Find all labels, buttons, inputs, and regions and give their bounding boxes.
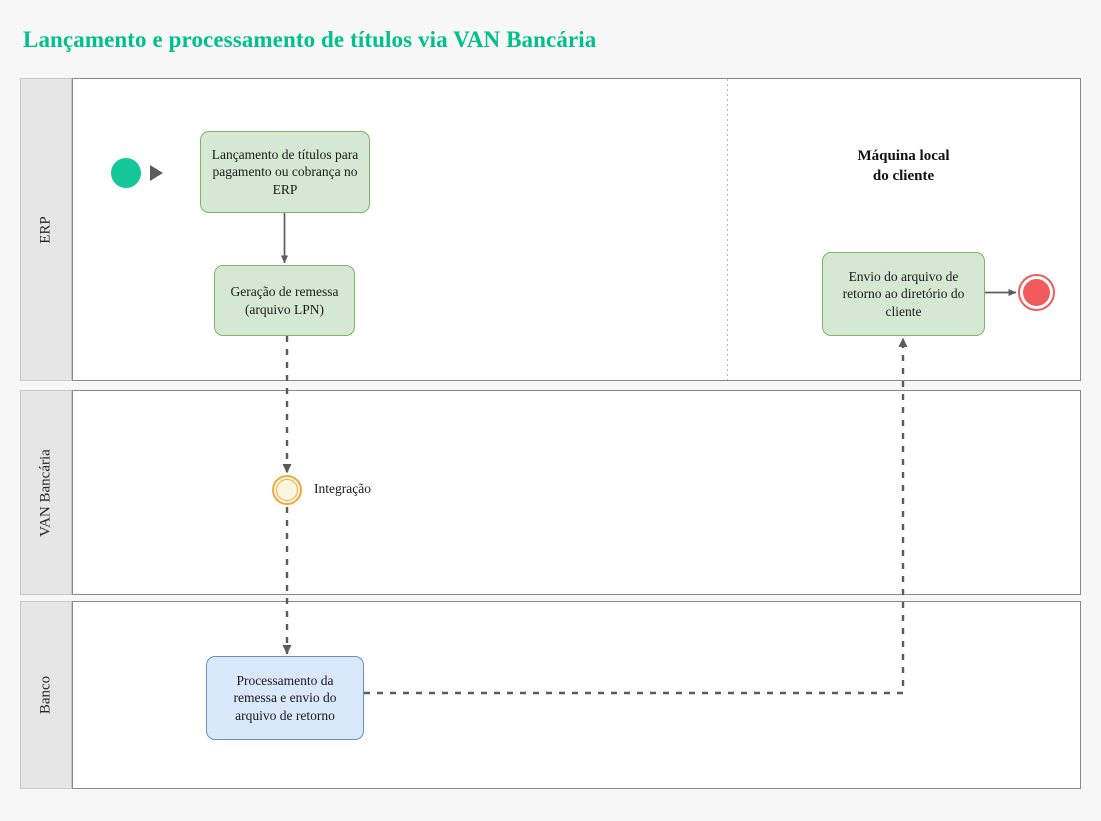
task-lancamento-label: Lançamento de títulos para pagamento ou … [211,147,359,197]
page-title: Lançamento e processamento de títulos vi… [23,27,597,52]
task-envio-label: Envio do arquivo de retorno ao diretório… [842,269,965,319]
task-envio-arquivo-retorno[interactable]: Envio do arquivo de retorno ao diretório… [822,252,985,336]
lane-label-banco: Banco [37,675,54,715]
lane-header-van-bancaria: VAN Bancária [20,390,72,595]
annotation-line-1: Máquina local [857,148,950,164]
lane-header-erp: ERP [20,78,72,381]
start-event[interactable] [111,158,141,188]
intermediate-event-integracao-label: Integração [314,481,371,496]
intermediate-event-integracao-ring [276,479,298,501]
lane-label-van-bancaria: VAN Bancária [37,448,54,537]
annotation-line-2: do cliente [872,167,935,184]
end-event-core [1023,279,1050,306]
lane-header-banco: Banco [20,601,72,789]
lane-body-van-bancaria [72,390,1081,595]
lane-label-erp: ERP [37,215,54,244]
annotation-maquina-local-do-cliente: Máquina local do cliente [822,147,985,186]
task-lancamento-de-titulos[interactable]: Lançamento de títulos para pagamento ou … [200,131,370,213]
task-processamento-remessa[interactable]: Processamento da remessa e envio do arqu… [206,656,364,740]
task-processamento-label: Processamento da remessa e envio do arqu… [233,673,337,723]
task-geracao-de-remessa[interactable]: Geração de remessa (arquivo LPN) [214,265,355,336]
task-geracao-label: Geração de remessa (arquivo LPN) [230,284,339,317]
